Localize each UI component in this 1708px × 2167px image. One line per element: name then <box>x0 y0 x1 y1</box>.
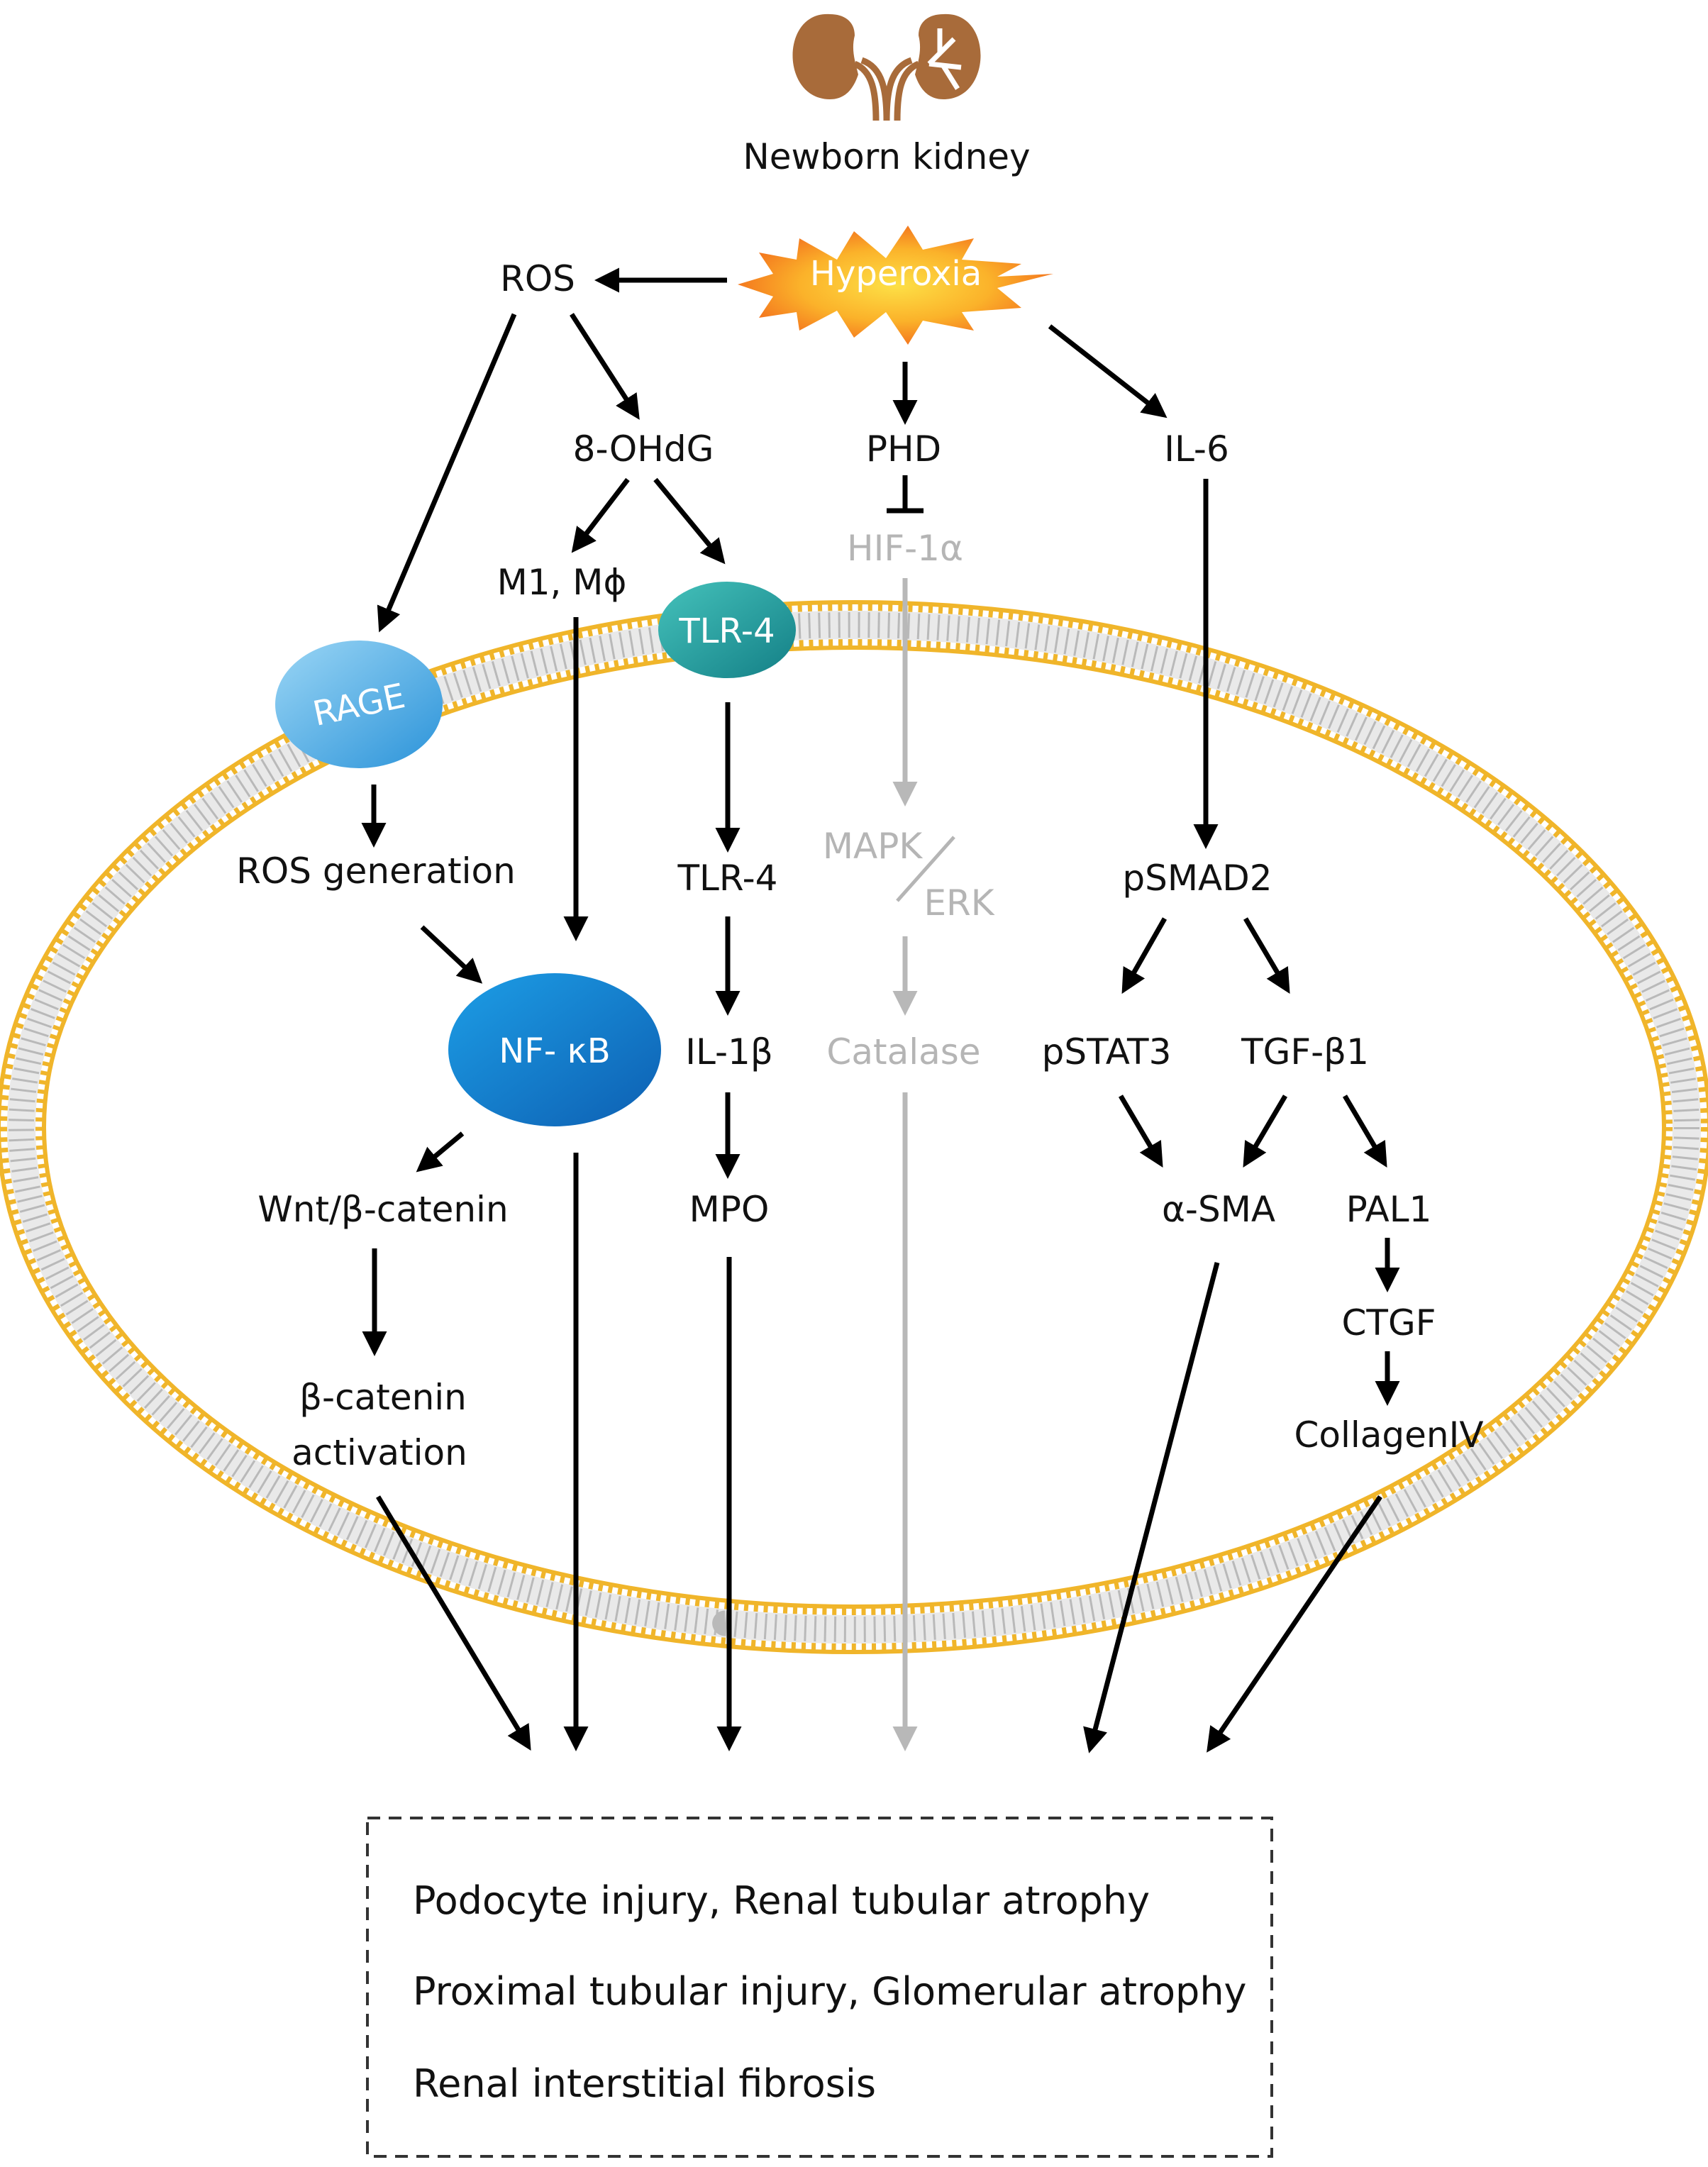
node-bcatenin-line1: β-catenin <box>299 1377 467 1418</box>
node-mpo: MPO <box>689 1189 770 1230</box>
arrow-nfkb-wnt <box>416 1131 465 1173</box>
node-wnt: Wnt/β-catenin <box>257 1189 508 1230</box>
hyperoxia-burst <box>738 226 1053 345</box>
outcome-3: Renal interstitial fibrosis <box>413 2061 876 2106</box>
node-ros-generation: ROS generation <box>236 850 516 892</box>
tlr4-receptor-label: TLR-4 <box>678 611 775 651</box>
outcome-2: Proximal tubular injury, Glomerular atro… <box>413 1969 1247 2014</box>
nfkb-label: NF- κB <box>499 1031 610 1071</box>
node-erk: ERK <box>924 882 994 924</box>
arrow-ros-rage <box>377 313 517 633</box>
node-phd: PHD <box>866 428 941 470</box>
node-psmad2: pSMAD2 <box>1122 858 1272 899</box>
node-pal1: PAL1 <box>1346 1189 1432 1230</box>
rage-receptor <box>275 641 443 768</box>
node-catalase: Catalase <box>826 1031 980 1073</box>
node-hif: HIF-1α <box>847 528 963 569</box>
arrow-8ohdg-m1 <box>571 477 630 553</box>
node-mapk: MAPK <box>823 826 923 867</box>
kidney-icon <box>792 13 981 121</box>
node-tlr4: TLR-4 <box>677 858 778 899</box>
arrow-tgfb1-asma <box>1243 1094 1288 1168</box>
arrow-rosgen-nfkb <box>420 925 483 984</box>
node-asma: α-SMA <box>1162 1189 1275 1230</box>
cell-membrane <box>0 600 1708 1654</box>
arrow-psmad2-tgfb1 <box>1243 917 1290 994</box>
tlr4-receptor <box>658 582 796 678</box>
arrow-pstat3-asma <box>1118 1094 1163 1168</box>
node-ctgf: CTGF <box>1342 1302 1436 1343</box>
node-ros: ROS <box>500 258 575 299</box>
node-8ohdg: 8-OHdG <box>573 428 714 470</box>
node-il6: IL-6 <box>1164 428 1229 470</box>
nfkb-complex <box>448 973 661 1126</box>
mapk-erk-slash <box>896 836 955 902</box>
arrow-tgfb1-pal1 <box>1342 1094 1387 1168</box>
node-il1b: IL-1β <box>685 1031 773 1073</box>
node-pstat3: pSTAT3 <box>1042 1031 1172 1073</box>
outcome-box <box>366 1817 1273 2158</box>
arrows <box>361 267 1400 1753</box>
node-collagen: CollagenIV <box>1294 1414 1483 1456</box>
arrow-ros-8ohdg <box>570 313 640 420</box>
hyperoxia-label: Hyperoxia <box>810 254 982 294</box>
arrow-psmad2-pstat3 <box>1121 917 1168 994</box>
outcome-1: Podocyte injury, Renal tubular atrophy <box>413 1878 1150 1923</box>
node-m1: M1, Mϕ <box>497 562 627 603</box>
kidney-label: Newborn kidney <box>743 136 1030 177</box>
node-bcatenin-line2: activation <box>292 1432 467 1473</box>
arrow-bcatenin-outcome <box>376 1495 531 1751</box>
arrow-collagen-outcome <box>1207 1495 1382 1753</box>
arrow-8ohdg-tlr4 <box>653 477 726 565</box>
arrow-asma-outcome <box>1083 1262 1220 1753</box>
arrow-hyperoxia-il6 <box>1048 324 1168 419</box>
node-tgfb1: TGF-β1 <box>1241 1031 1369 1073</box>
